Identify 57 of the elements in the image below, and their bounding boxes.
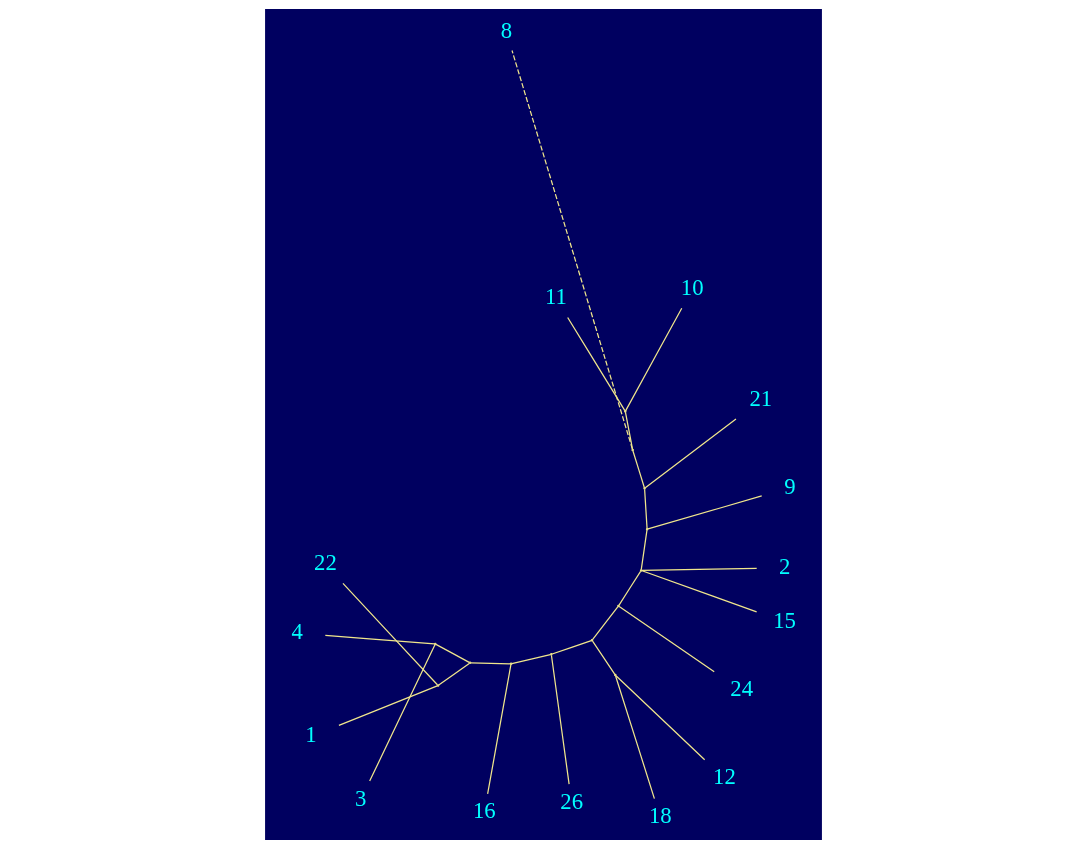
- connector: [511, 49, 633, 449]
- node-text: 22: [314, 549, 337, 575]
- node-point: [509, 662, 513, 665]
- connector: [647, 494, 763, 530]
- node-point: [434, 642, 437, 645]
- node-text: 24: [730, 675, 754, 701]
- connector: [438, 662, 470, 686]
- node-point: [468, 661, 472, 664]
- node-point: [643, 486, 646, 490]
- node-point: [624, 409, 627, 413]
- node-text: 10: [680, 274, 704, 300]
- connector: [487, 663, 512, 795]
- connector: [470, 661, 511, 664]
- connector: [624, 411, 634, 450]
- node-text: 15: [773, 607, 796, 633]
- node-text: 21: [749, 385, 773, 411]
- node-text: 1: [305, 721, 317, 747]
- connector: [591, 640, 616, 675]
- node-point: [645, 527, 649, 530]
- node-point: [550, 652, 553, 656]
- connector: [632, 449, 645, 488]
- connector: [369, 643, 436, 782]
- node-point: [617, 604, 620, 607]
- connector: [511, 653, 551, 664]
- connector: [644, 417, 737, 488]
- connector: [435, 643, 470, 663]
- connector: [618, 570, 642, 606]
- node-text: 3: [355, 785, 367, 811]
- node-point: [436, 683, 440, 687]
- connector: [615, 674, 655, 799]
- node-text: 18: [648, 802, 672, 828]
- connector: [324, 634, 435, 644]
- connector: [342, 582, 438, 685]
- connector: [644, 488, 648, 529]
- node-point: [631, 448, 634, 451]
- node-text: 16: [472, 797, 496, 823]
- connector: [615, 674, 706, 760]
- node-text: 26: [560, 788, 584, 814]
- node-text: 2: [778, 553, 791, 579]
- node-point: [590, 638, 594, 642]
- connector: [618, 605, 715, 672]
- node-text: 9: [784, 473, 796, 499]
- node-point: [639, 568, 643, 572]
- connector: [640, 529, 648, 570]
- node-point: [614, 673, 617, 676]
- node-text: 11: [545, 283, 567, 309]
- connector: [641, 567, 758, 571]
- node-text: 12: [713, 763, 736, 789]
- connector: [551, 639, 592, 655]
- node-text: 8: [500, 17, 513, 43]
- connector: [550, 654, 570, 785]
- connector: [641, 569, 758, 612]
- connector: [338, 684, 438, 726]
- connector: [625, 307, 683, 411]
- connector: [567, 316, 626, 411]
- node-text: 4: [291, 618, 303, 644]
- connector: [591, 605, 619, 640]
